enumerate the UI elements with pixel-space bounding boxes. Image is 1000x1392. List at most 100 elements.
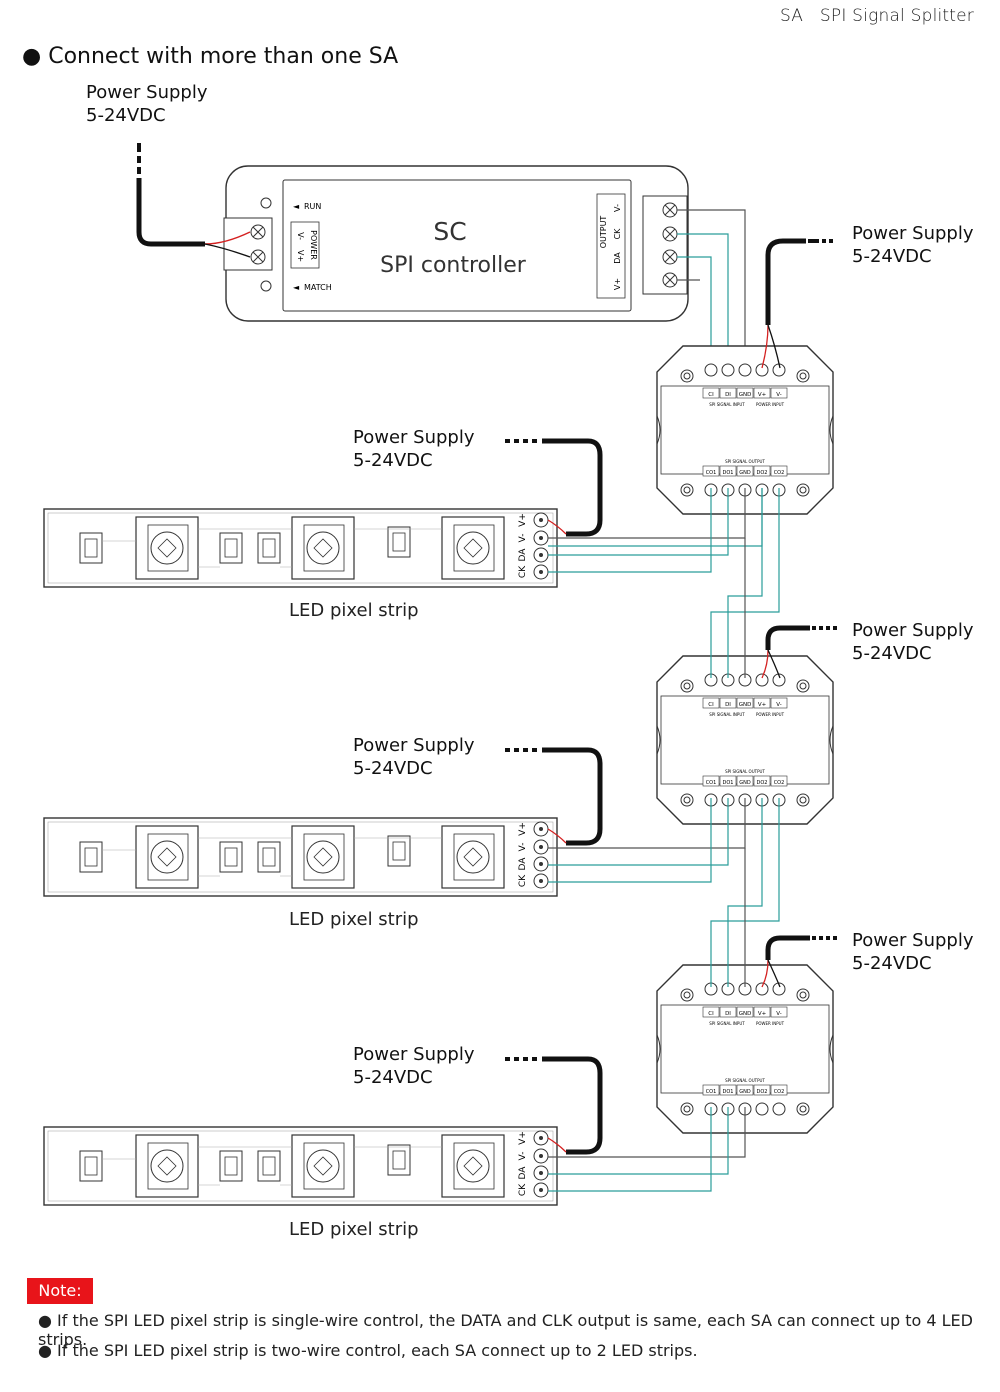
power-supply-voltage: 5-24VDC (852, 953, 932, 974)
strip-terminal-label: CK (518, 1183, 528, 1196)
power-supply-text: Power Supply (852, 620, 974, 641)
sc-output-term-ck: CK (613, 228, 622, 240)
sc-to-sa1-wires (677, 209, 746, 368)
sc-power-block-label: POWER (309, 230, 318, 260)
sa-output-term: CO2 (774, 1089, 785, 1095)
sa-input-caption-signal: SPI SIGNAL INPUT (709, 402, 745, 407)
sa-output-caption: SPI SIGNAL OUTPUT (725, 1078, 765, 1083)
power-supply-text: Power Supply (86, 82, 208, 103)
power-supply-voltage: 5-24VDC (852, 246, 932, 267)
power-supply-voltage: 5-24VDC (353, 1067, 433, 1088)
power-supply-label-strip3: Power Supply 5-24VDC (353, 1043, 474, 1089)
strip-terminal-label: V- (518, 843, 528, 852)
sa-input-caption-power: POWER INPUT (756, 1021, 785, 1026)
sc-output-term-vplus: V+ (613, 278, 622, 290)
sa-input-term: DI (725, 392, 731, 398)
power-supply-text: Power Supply (353, 427, 475, 448)
sc-run-label: RUN (304, 202, 321, 211)
strip-terminal-label: DA (518, 548, 528, 562)
sa-output-term: DO2 (757, 780, 768, 786)
sa-output-term: CO1 (706, 780, 717, 786)
page-header: SA SPI Signal Splitter (780, 6, 974, 26)
note-line-1-text: If the SPI LED pixel strip is single-wir… (38, 1311, 973, 1349)
strip-label-2: LED pixel strip (289, 909, 419, 930)
power-supply-text: Power Supply (852, 223, 974, 244)
sa-input-term: GND (739, 392, 752, 398)
sa-output-term: DO1 (723, 470, 734, 476)
bullet-icon: ● (38, 1341, 58, 1360)
sa-output-term: CO2 (774, 470, 785, 476)
power-supply-voltage: 5-24VDC (353, 758, 433, 779)
sc-controller: POWER V- V+ ◄ RUN ◄ MATCH OUTPUT V- CK D… (223, 165, 689, 322)
sa-output-term: DO1 (723, 1089, 734, 1095)
note-line-2: ● If the SPI LED pixel strip is two-wire… (38, 1341, 698, 1360)
power-supply-label-controller: Power Supply 5-24VDC (86, 81, 207, 127)
led-pixel-strip-3: V+ V- DA CK (43, 1126, 558, 1206)
sa-input-term: CI (708, 1011, 714, 1017)
sa-output-term: DO2 (757, 1089, 768, 1095)
sa-input-term: DI (725, 702, 731, 708)
signal-splitter-3: CI DI GND V+ V- SPI SIGNAL INPUT POWER INPUT SP… (656, 964, 834, 1134)
bullet-icon: ● (22, 44, 42, 69)
power-supply-text: Power Supply (852, 930, 974, 951)
header-product: SA (779, 6, 804, 26)
sa-output-term: GND (739, 1089, 751, 1095)
sa-output-term: DO1 (723, 780, 734, 786)
strip-terminal-label: V- (518, 1152, 528, 1161)
sa-input-term: DI (725, 1011, 731, 1017)
sa-input-term: V- (776, 392, 781, 398)
sa-input-term: GND (739, 702, 752, 708)
controller-power-cable (136, 143, 251, 258)
sa-output-wires (548, 488, 780, 1192)
sa-input-caption-signal: SPI SIGNAL INPUT (709, 712, 745, 717)
bullet-icon: ● (38, 1311, 58, 1330)
section-title-text: Connect with more than one SA (48, 44, 399, 69)
sa-output-caption: SPI SIGNAL OUTPUT (725, 459, 765, 464)
sa-input-term: V+ (758, 392, 767, 398)
power-supply-label-sa2: Power Supply 5-24VDC (852, 619, 973, 665)
sc-output-term-vminus: V- (613, 204, 622, 212)
sc-code: SC (433, 217, 466, 246)
strip-terminal-label: V+ (518, 822, 528, 836)
strip-terminal-label: CK (518, 874, 528, 887)
sa-input-term: CI (708, 702, 714, 708)
power-supply-label-strip2: Power Supply 5-24VDC (353, 734, 474, 780)
power-supply-text: Power Supply (353, 1044, 475, 1065)
sc-match-label: MATCH (304, 283, 332, 292)
sc-output-block-label: OUTPUT (599, 216, 608, 249)
section-title: ● Connect with more than one SA (22, 44, 398, 69)
sa-input-term: V- (776, 702, 781, 708)
sc-power-term-vminus: V- (296, 232, 305, 240)
strip-terminal-label: DA (518, 1166, 528, 1180)
note-line-1: ● If the SPI LED pixel strip is single-w… (38, 1311, 1000, 1349)
sa-output-term: CO1 (706, 1089, 717, 1095)
strip-label-1: LED pixel strip (289, 600, 419, 621)
sa-input-term: CI (708, 392, 714, 398)
sa-input-term: V- (776, 1011, 781, 1017)
sa-output-term: CO2 (774, 780, 785, 786)
power-supply-label-strip1: Power Supply 5-24VDC (353, 426, 474, 472)
power-supply-voltage: 5-24VDC (353, 450, 433, 471)
header-title: SPI Signal Splitter (819, 6, 974, 26)
sa-input-caption-power: POWER INPUT (756, 712, 785, 717)
sa-output-term: GND (739, 470, 751, 476)
power-supply-voltage: 5-24VDC (852, 643, 932, 664)
power-supply-label-sa1: Power Supply 5-24VDC (852, 222, 973, 268)
sa-input-caption-signal: SPI SIGNAL INPUT (709, 1021, 745, 1026)
strip-terminal-label: V+ (518, 513, 528, 527)
sa-output-term: DO2 (757, 470, 768, 476)
strip-terminal-label: V+ (518, 1131, 528, 1145)
svg-text:◄: ◄ (293, 202, 300, 211)
strip-terminal-label: CK (518, 565, 528, 578)
power-supply-label-sa3: Power Supply 5-24VDC (852, 929, 973, 975)
sa-output-term: CO1 (706, 470, 717, 476)
sa-input-term: V+ (758, 1011, 767, 1017)
sa-output-term: GND (739, 780, 751, 786)
sa-input-term: V+ (758, 702, 767, 708)
sc-output-term-da: DA (613, 252, 622, 264)
sa-output-caption: SPI SIGNAL OUTPUT (725, 769, 765, 774)
sa-input-term: GND (739, 1011, 752, 1017)
